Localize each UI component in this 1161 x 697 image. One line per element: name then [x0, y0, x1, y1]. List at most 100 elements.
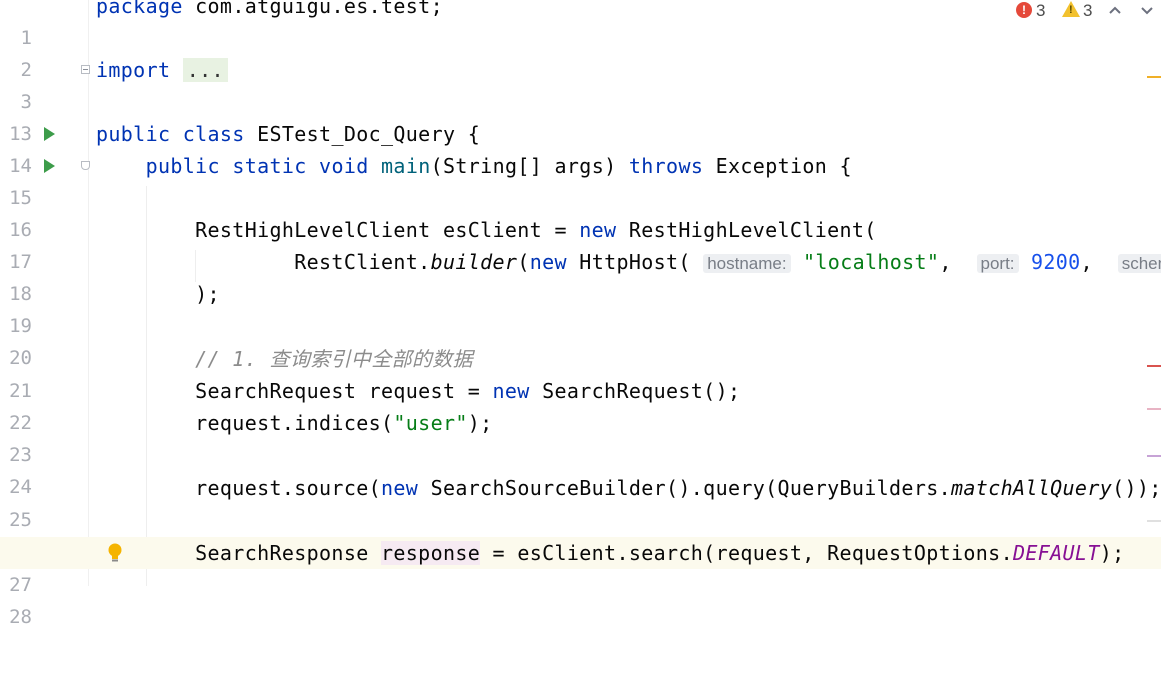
code-line[interactable]: 14 public class ESTest_Doc_Query { [0, 118, 1161, 177]
warning-triangle-icon: ! [1062, 1, 1080, 17]
line-number: 24 [9, 476, 32, 498]
code-token: RestClient. [96, 250, 431, 274]
code-line[interactable]: 19 ); [0, 278, 1161, 337]
line-number: 2 [20, 59, 32, 81]
fold-toggle-icon[interactable] [81, 161, 90, 170]
code-token: com.atguigu.es.test; [182, 0, 443, 18]
line-number: 17 [9, 251, 32, 273]
error-count[interactable]: 3 [1036, 1, 1046, 20]
code-token: = esClient.search(request, RequestOption… [480, 541, 1013, 565]
code-line[interactable]: 26 [0, 504, 1161, 563]
code-token: ( [517, 250, 530, 274]
code-token: (String[] args) [430, 154, 629, 178]
code-token: SearchRequest request = [96, 379, 493, 403]
folded-imports[interactable]: ... [182, 58, 228, 82]
line-number: 28 [9, 606, 32, 628]
code-token: ()); [1112, 476, 1161, 500]
run-method-icon[interactable] [44, 159, 55, 173]
code-line[interactable]: 28 [0, 569, 1161, 628]
code-token: , [939, 250, 977, 274]
keyword-token: new [492, 379, 530, 403]
string-token: "user" [393, 411, 468, 435]
code-line[interactable]: 23 request.indices("user"); [0, 407, 1161, 466]
code-line[interactable]: 2 [0, 22, 1161, 81]
code-token: RestHighLevelClient( [616, 218, 877, 242]
code-line[interactable]: 13 [0, 86, 1161, 145]
keyword-token: public class [96, 122, 245, 146]
warning-count[interactable]: 3 [1083, 1, 1093, 20]
keyword-token: import [96, 58, 171, 82]
run-class-icon[interactable] [44, 127, 55, 141]
code-line[interactable]: 17 RestHighLevelClient esClient = new Re… [0, 214, 1161, 273]
code-text[interactable]: import ... [96, 54, 228, 86]
code-text[interactable]: request.indices("user"); [96, 407, 493, 439]
keyword-token: new [381, 476, 419, 500]
number-token: 9200 [1030, 250, 1081, 274]
code-line[interactable]: 15 public static void main(String[] args… [0, 150, 1161, 209]
code-text[interactable]: ); [96, 278, 220, 310]
code-line[interactable]: 24 [0, 439, 1161, 498]
code-token: ); [96, 282, 220, 306]
code-text[interactable]: SearchRequest request = new SearchReques… [96, 375, 740, 407]
line-number: 15 [9, 187, 32, 209]
code-token: , [1080, 250, 1118, 274]
chevron-up-icon[interactable] [1106, 0, 1124, 20]
keyword-token: public static void [145, 154, 369, 178]
code-token: RestHighLevelClient esClient = [96, 218, 580, 242]
code-text[interactable]: request.source(new SearchSourceBuilder()… [96, 472, 1161, 504]
parameter-hint: port: [976, 254, 1019, 273]
error-stripe-mark[interactable] [1147, 520, 1161, 522]
chevron-down-icon[interactable] [1138, 0, 1156, 20]
error-stripe-mark[interactable] [1147, 408, 1161, 410]
code-line[interactable]: 21 // 1. 查询索引中全部的数据 [0, 343, 1161, 402]
gutter-separator [88, 0, 89, 586]
code-token: request.indices( [96, 411, 394, 435]
code-text[interactable]: RestHighLevelClient esClient = new RestH… [96, 214, 877, 246]
inspection-widget[interactable]: ! 3 ! 3 [1001, 0, 1161, 24]
code-token: request.source( [96, 476, 381, 500]
code-line[interactable]: 22 SearchRequest request = new SearchReq… [0, 375, 1161, 434]
code-text[interactable]: public class ESTest_Doc_Query { [96, 118, 480, 150]
error-stripe-mark[interactable] [1147, 365, 1161, 367]
error-stripe-mark[interactable] [1147, 455, 1161, 457]
code-token: Exception { [703, 154, 852, 178]
method-token: main [381, 154, 431, 178]
code-token: SearchSourceBuilder().query(QueryBuilder… [418, 476, 952, 500]
error-stripe-mark[interactable] [1147, 76, 1161, 78]
code-line[interactable]: 16 [0, 182, 1161, 241]
line-number: 14 [9, 155, 32, 177]
code-text[interactable]: SearchResponse response = esClient.searc… [96, 537, 1125, 569]
line-number: 25 [9, 509, 32, 531]
lightbulb-icon[interactable] [107, 543, 123, 563]
code-line-current[interactable]: 27 SearchResponse response = esClient.se… [0, 537, 1161, 596]
code-line[interactable]: 3 import ... [0, 54, 1161, 113]
code-line[interactable]: 18 RestClient.builder(new HttpHost( host… [0, 246, 1161, 305]
code-token: SearchRequest(); [529, 379, 741, 403]
code-text[interactable]: RestClient.builder(new HttpHost( hostnam… [96, 246, 1161, 280]
parameter-hint: hostname: [703, 254, 791, 273]
keyword-token: new [529, 250, 567, 274]
fold-toggle-icon[interactable] [81, 65, 90, 74]
code-token [1019, 250, 1031, 274]
comment-token: // 1. 查询索引中全部的数据 [96, 347, 473, 371]
code-line[interactable]: 1 package com.atguigu.es.test; [0, 0, 1161, 49]
parameter-hint: schem [1117, 254, 1161, 273]
line-number: 21 [9, 380, 32, 402]
code-text[interactable]: public static void main(String[] args) t… [96, 150, 852, 182]
code-line[interactable]: 25 request.source(new SearchSourceBuilde… [0, 472, 1161, 531]
code-token: ); [1099, 541, 1125, 565]
line-number: 1 [20, 27, 32, 49]
line-number: 16 [9, 219, 32, 241]
code-text[interactable]: package com.atguigu.es.test; [96, 0, 443, 22]
keyword-token: throws [628, 154, 704, 178]
line-number: 3 [20, 91, 32, 113]
line-number: 20 [9, 347, 32, 369]
code-editor[interactable]: 1 package com.atguigu.es.test; 2 3 impor… [0, 0, 1161, 628]
code-line[interactable]: 20 [0, 310, 1161, 369]
line-number: 13 [9, 123, 32, 145]
code-text[interactable]: // 1. 查询索引中全部的数据 [96, 343, 473, 375]
code-token [96, 154, 146, 178]
editor-gutter[interactable] [0, 0, 88, 586]
highlighted-identifier[interactable]: response [381, 541, 481, 565]
code-token: ESTest_Doc_Query { [244, 122, 481, 146]
